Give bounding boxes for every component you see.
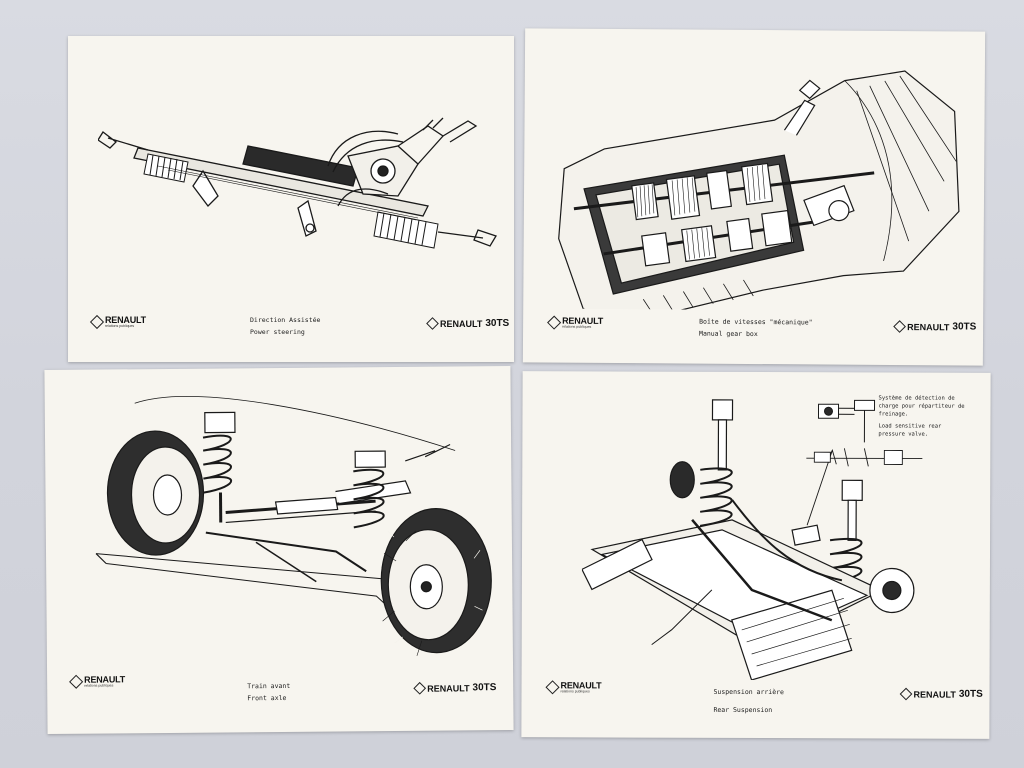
brand-name: RENAULT bbox=[427, 682, 470, 694]
renault-diamond-icon bbox=[69, 674, 84, 690]
caption: Boîte de vitesses "mécanique" Manual gea… bbox=[699, 316, 813, 341]
caption-english: Rear Suspension bbox=[713, 705, 773, 715]
renault-diamond-icon bbox=[545, 680, 560, 695]
renault-30ts-logo: RENAULT 30TS bbox=[426, 317, 510, 330]
print-sheet-front-axle: RENAULT relations publiques Train avant … bbox=[44, 365, 514, 735]
caption: Direction Assistée Power steering bbox=[250, 314, 320, 338]
caption-english: Front axle bbox=[247, 693, 287, 703]
caption: Suspension arrière Rear Suspension bbox=[713, 686, 784, 716]
renault-logo: RENAULT relations publiques bbox=[547, 315, 603, 330]
model-name: 30TS bbox=[472, 682, 497, 694]
caption-english: Power steering bbox=[250, 328, 305, 336]
print-sheet-manual-gearbox: RENAULT relations publiques Boîte de vit… bbox=[522, 28, 986, 366]
renault-diamond-icon bbox=[899, 687, 913, 701]
valve-linkage-inset-drawing bbox=[804, 446, 924, 468]
brand-tagline: relations publiques bbox=[105, 324, 135, 328]
power-steering-rack-drawing bbox=[98, 116, 498, 266]
valve-detail-inset-drawing bbox=[814, 394, 884, 444]
renault-logo: RENAULT relations publiques bbox=[545, 680, 601, 695]
front-axle-drawing bbox=[75, 380, 498, 674]
caption-french: Suspension arrière bbox=[713, 687, 784, 697]
caption: Train avant Front axle bbox=[247, 680, 290, 704]
note-french: Système de détection de charge pour répa… bbox=[878, 395, 965, 418]
renault-30ts-logo: RENAULT 30TS bbox=[413, 681, 497, 695]
renault-diamond-icon bbox=[893, 320, 906, 333]
model-name: 30TS bbox=[952, 321, 977, 333]
model-name: 30TS bbox=[958, 688, 983, 700]
brand-tagline: relations publiques bbox=[562, 324, 592, 329]
caption-french: Train avant bbox=[247, 681, 291, 691]
brand-name: RENAULT bbox=[913, 689, 956, 700]
caption-french: Boîte de vitesses "mécanique" bbox=[699, 317, 813, 327]
manual-gearbox-cutaway-drawing bbox=[543, 59, 965, 312]
note-english: Load sensitive rear pressure valve. bbox=[878, 423, 942, 438]
renault-30ts-logo: RENAULT 30TS bbox=[893, 320, 977, 333]
caption-french: Direction Assistée bbox=[250, 316, 321, 324]
brand-tagline: relations publiques bbox=[560, 689, 590, 694]
brand-tagline: relations publiques bbox=[84, 683, 114, 688]
renault-diamond-icon bbox=[426, 317, 439, 330]
renault-30ts-logo: RENAULT 30TS bbox=[899, 687, 983, 701]
renault-logo: RENAULT relations publiques bbox=[69, 674, 125, 690]
renault-logo: RENAULT relations publiques bbox=[89, 315, 146, 330]
print-sheet-power-steering: RENAULT relations publiques Direction As… bbox=[68, 36, 514, 362]
brand-name: RENAULT bbox=[105, 315, 146, 325]
renault-diamond-icon bbox=[547, 315, 562, 330]
valve-note: Système de détection de charge pour répa… bbox=[878, 394, 968, 438]
rear-suspension-drawing bbox=[581, 389, 923, 681]
model-name: 30TS bbox=[485, 318, 510, 329]
renault-diamond-icon bbox=[89, 315, 105, 330]
renault-diamond-icon bbox=[413, 681, 427, 695]
caption-english: Manual gear box bbox=[699, 329, 758, 339]
brand-name: RENAULT bbox=[907, 321, 950, 332]
print-sheet-rear-suspension: Système de détection de charge pour répa… bbox=[521, 371, 991, 739]
brand-name: RENAULT bbox=[440, 318, 483, 329]
